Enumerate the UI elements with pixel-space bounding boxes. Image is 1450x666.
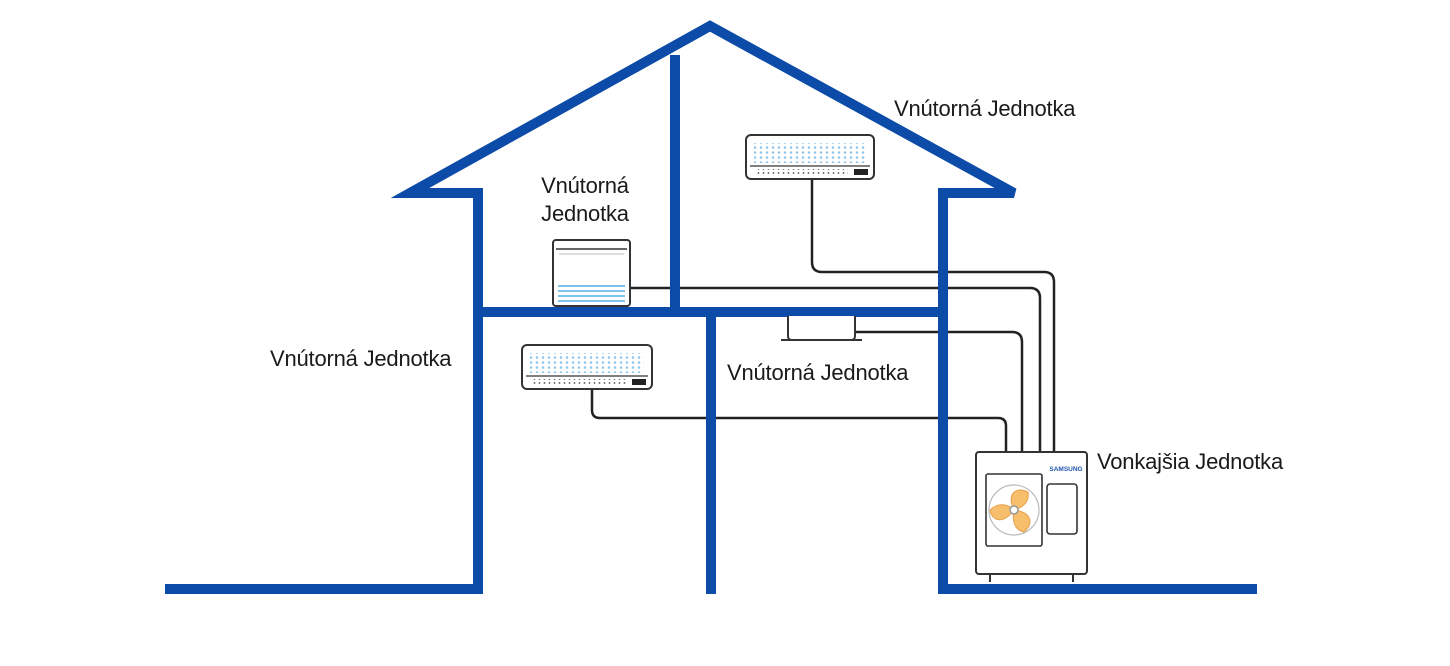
fan-icon [989, 489, 1031, 533]
label-ground-center-unit: Vnútorná Jednotka [727, 360, 909, 385]
label-ground-left-unit: Vnútorná Jednotka [270, 346, 452, 371]
indoor-unit-ground-left [521, 344, 653, 390]
indoor-unit-floor-console [552, 239, 631, 307]
indoor-unit-ceiling-cassette [781, 316, 862, 341]
label-attic-left-unit: Vnútorná Jednotka [530, 172, 640, 228]
label-attic-left-line1: Vnútorná [541, 173, 629, 198]
house-outline [165, 20, 1257, 594]
refrigerant-pipes [590, 180, 1056, 452]
pipe-ground-center [855, 330, 1024, 452]
house-structure [165, 20, 1257, 594]
indoor-unit-attic-right [745, 134, 875, 180]
pipe-ground-left [590, 390, 1008, 452]
label-attic-left-line2: Jednotka [541, 201, 629, 226]
label-outdoor-unit: Vonkajšia Jednotka [1097, 449, 1283, 474]
pipe-attic-right [810, 180, 1056, 452]
outdoor-unit: SAMSUNG [975, 451, 1088, 582]
pipe-attic-left [630, 286, 1042, 452]
brand-logo: SAMSUNG [1049, 466, 1082, 473]
label-attic-right-unit: Vnútorná Jednotka [894, 96, 1076, 121]
